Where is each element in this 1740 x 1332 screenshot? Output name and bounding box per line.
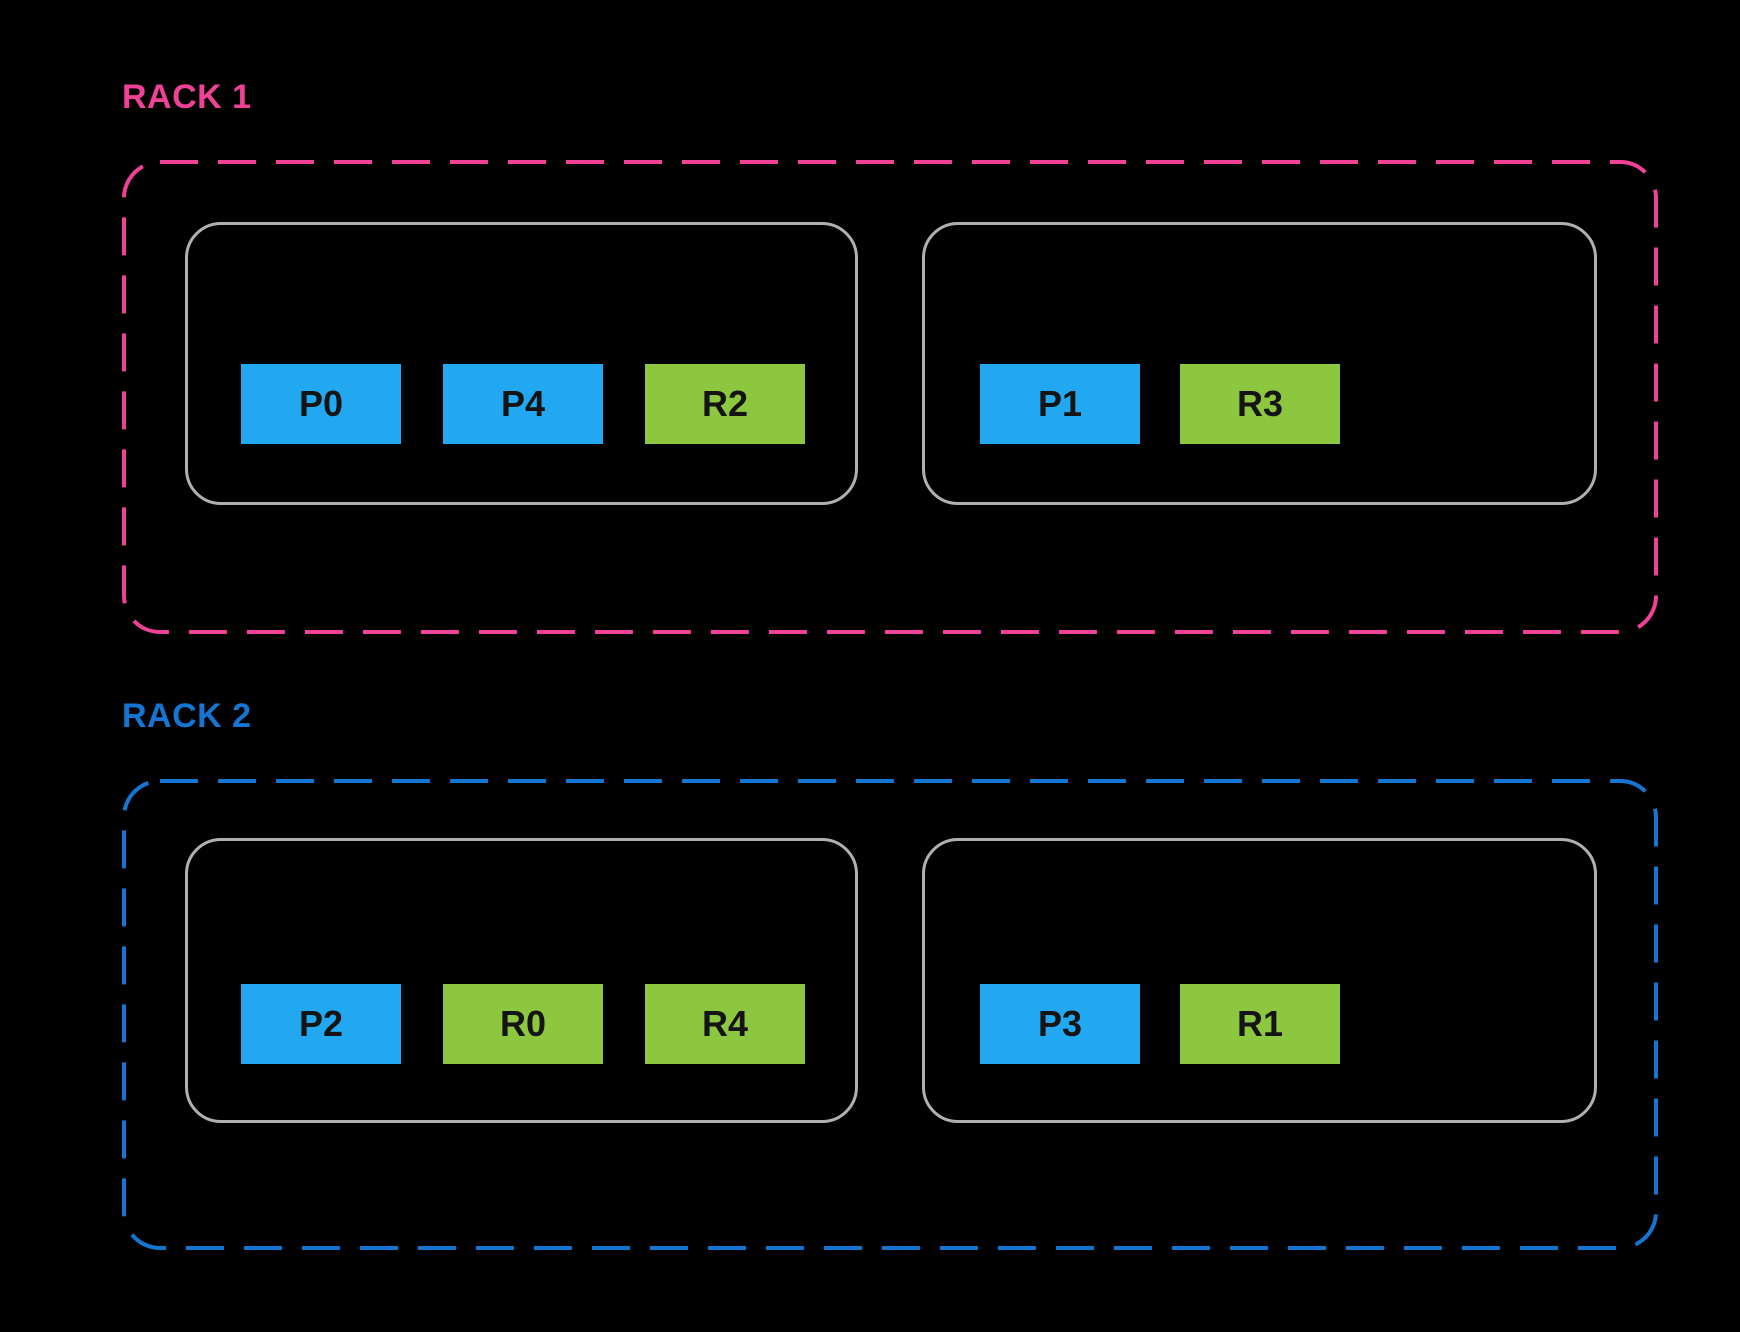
shard-chip-label: R3 [1236,383,1284,424]
shard-chip-label: P1 [1037,383,1083,424]
rack-1-node-1: P0 P4 R2 [185,222,858,505]
shard-chip-r1: R1 [1180,984,1340,1064]
rack-1-label: RACK 1 [122,78,252,116]
shard-chip-label: P2 [298,1003,344,1044]
shard-chip-label: R1 [1236,1003,1284,1044]
shard-chip-p1: P1 [980,364,1140,444]
rack-2-label: RACK 2 [122,697,252,735]
shard-chip-label: P3 [1037,1003,1083,1044]
shard-chip-p2: P2 [241,984,401,1064]
rack-2-node-2: P3 R1 [922,838,1597,1123]
shard-chip-r2: R2 [645,364,805,444]
rack-1-node-2: P1 R3 [922,222,1597,505]
shard-chip-p4: P4 [443,364,603,444]
shard-chip-p3: P3 [980,984,1140,1064]
shard-chip-label: R2 [701,383,749,424]
shard-chip-label: R4 [701,1003,749,1044]
shard-chip-label: R0 [499,1003,547,1044]
shard-chip-label: P4 [500,383,546,424]
rack-2-node-1: P2 R0 R4 [185,838,858,1123]
shard-chip-p0: P0 [241,364,401,444]
shard-chip-r0: R0 [443,984,603,1064]
shard-chip-r4: R4 [645,984,805,1064]
shard-chip-r3: R3 [1180,364,1340,444]
shard-chip-label: P0 [298,383,344,424]
